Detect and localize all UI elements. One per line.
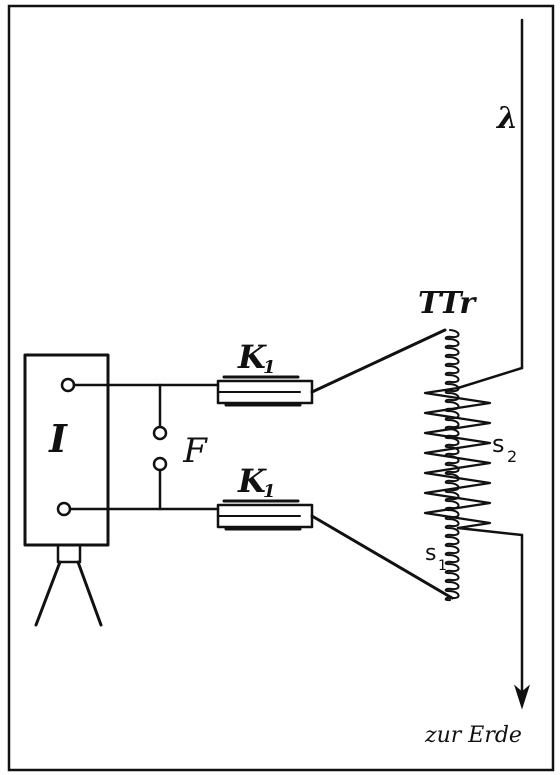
spark-gap-ball-bottom <box>152 456 168 472</box>
frame-border <box>7 4 555 772</box>
secondary-lead-bottom <box>456 526 524 537</box>
inductor-label: I <box>48 416 68 461</box>
capacitor-top-label: K <box>237 338 267 376</box>
capacitor-top: K 1 <box>216 338 314 407</box>
ground-label: zur Erde <box>424 723 522 748</box>
spark-gap-label: F <box>182 431 208 471</box>
coil-stand-neck <box>56 543 82 564</box>
capacitor-bottom-label: K <box>237 462 267 500</box>
antenna-label: λ <box>495 101 518 136</box>
induction-coil: I <box>23 353 110 627</box>
ground-arrow-icon <box>513 684 531 710</box>
terminal-bottom <box>56 501 72 517</box>
tesla-transformer: TTr s 2 s 1 <box>418 286 517 602</box>
secondary-lead-top <box>456 366 524 390</box>
primary-coil <box>444 329 460 602</box>
secondary-coil <box>423 386 492 530</box>
secondary-subscript: 2 <box>507 447 517 466</box>
primary-lead-bottom <box>310 514 454 600</box>
primary-label: s <box>425 541 436 566</box>
secondary-label: s <box>492 430 505 458</box>
spark-gap-ball-top <box>152 425 168 441</box>
primary-subscript: 1 <box>438 558 447 574</box>
capacitor-bottom: K 1 <box>216 462 314 531</box>
primary-lead-top <box>310 328 447 394</box>
transformer-label: TTr <box>418 286 477 321</box>
terminal-top <box>60 377 76 393</box>
capacitor-bottom-subscript: 1 <box>263 481 276 502</box>
coil-stand-legs <box>34 560 103 627</box>
spark-gap: F <box>152 383 208 511</box>
capacitor-top-subscript: 1 <box>263 357 276 378</box>
